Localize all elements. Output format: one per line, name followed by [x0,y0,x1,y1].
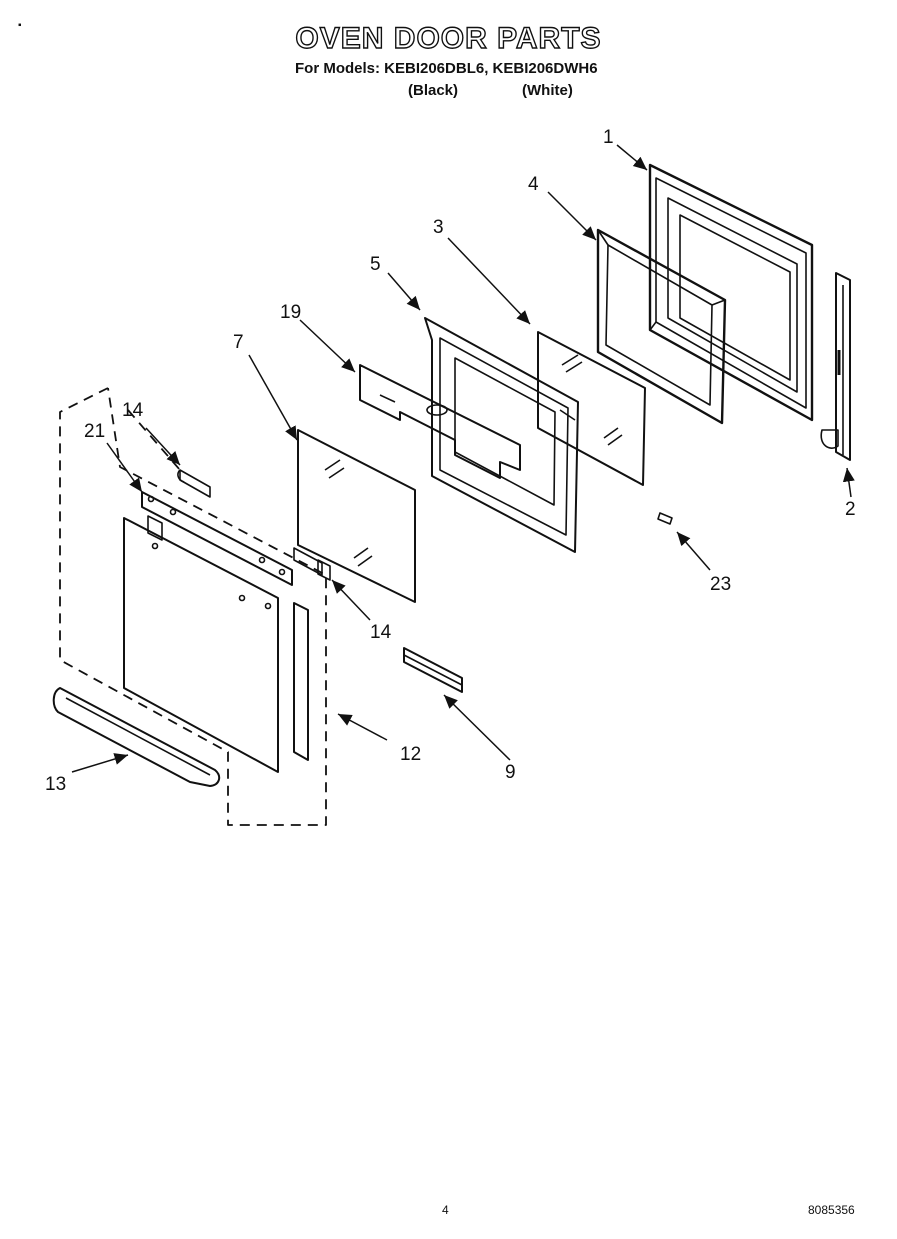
assembly-outline-dashed [59,387,327,826]
part-9-vent-strip [403,647,463,693]
callout-21: 21 [84,421,105,442]
corner-mark: ▪ [18,20,22,31]
callout-19: 19 [280,302,301,323]
part-2-hinge [820,272,851,461]
models-line: For Models: KEBI206DBL6, KEBI206DWH6 [295,60,598,77]
part-1-door-outer-panel [648,163,814,422]
callout-23: 23 [710,574,731,595]
part-5-door-liner [424,317,579,553]
callout-labels: 1 2 3 4 5 7 9 12 13 14 14 19 21 23 [45,127,856,795]
callout-3: 3 [433,217,444,238]
part-13-door-handle [52,687,221,787]
callout-12: 12 [400,744,421,765]
callout-2: 2 [845,499,856,520]
part-23-clip [657,512,673,525]
page-title: OVEN DOOR PARTS [295,21,602,55]
callout-1: 1 [603,127,614,148]
callout-4: 4 [528,174,539,195]
leader-arrows [71,144,855,773]
part-14-bracket-upper [177,469,211,498]
part-19-baffle [359,364,521,479]
part-14-bracket-lower [293,547,331,581]
callout-7: 7 [233,332,244,353]
color-label-black: (Black) [408,82,459,99]
callout-14-lower: 14 [370,622,392,643]
callout-14-upper: 14 [122,400,144,421]
callout-5: 5 [370,254,381,275]
part-7-glass-pane [297,429,416,603]
callout-13: 13 [45,774,66,795]
part-3-glass-pane [537,331,646,486]
part-21-trim-strip [141,491,293,586]
part-12-side-strip [293,602,309,761]
part-4-inner-frame [596,228,727,425]
callout-9: 9 [505,762,516,783]
color-label-white: (White) [522,82,573,99]
document-code: 8085356 [808,1203,855,1217]
outer-door-panel [123,515,279,773]
page-number: 4 [442,1203,449,1217]
